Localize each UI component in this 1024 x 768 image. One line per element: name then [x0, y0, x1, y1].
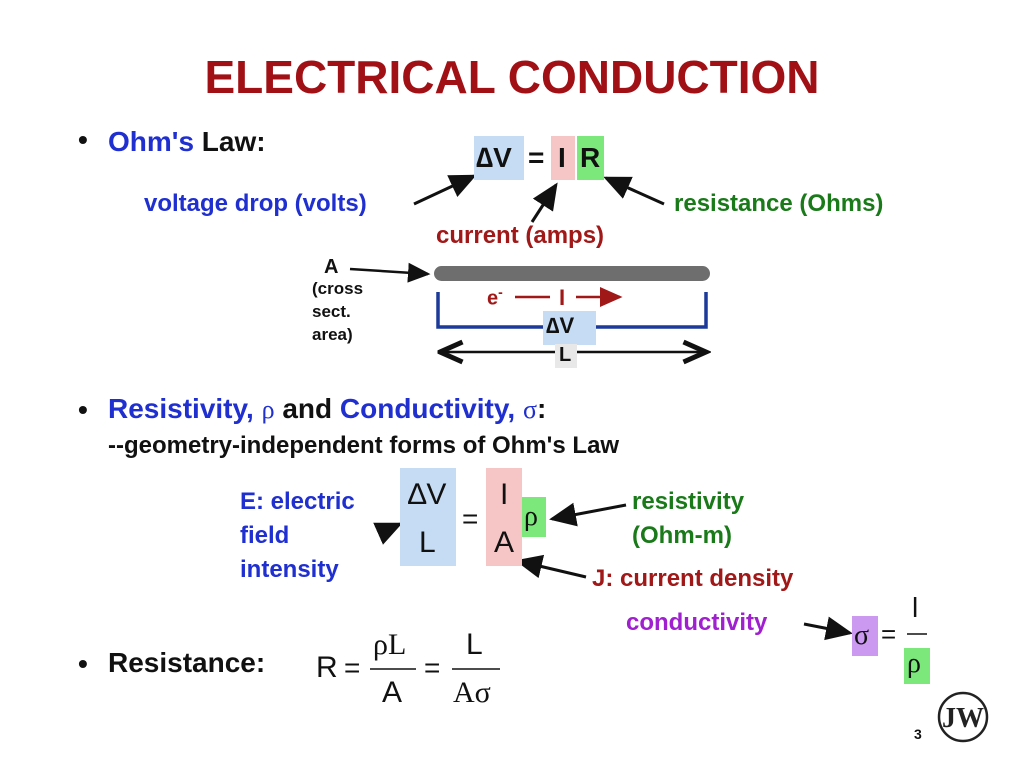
res-asigma: Aσ — [453, 676, 491, 710]
res-rho-part: ρL — [373, 628, 407, 661]
logo-icon: JW — [937, 691, 989, 743]
res-l: L — [466, 628, 483, 661]
r-box — [577, 136, 604, 180]
and-word: and — [282, 393, 333, 424]
heading-colon: : — [536, 393, 547, 424]
sigma-eq-equals: = — [881, 619, 897, 649]
arrow-conductivity — [803, 616, 853, 641]
frac-l: L — [419, 526, 436, 559]
res-eq2: = — [424, 652, 441, 683]
geometry-subtitle: --geometry-independent forms of Ohm's La… — [108, 432, 620, 459]
e-field-box — [400, 468, 456, 566]
arrow-resistivity — [549, 502, 627, 527]
res-r: R — [316, 651, 338, 684]
resistivity-word: Resistivity, — [108, 393, 254, 424]
frac-dv: ∆V — [408, 478, 447, 511]
rho-symbol: ρ — [261, 395, 275, 424]
dv-box — [474, 136, 524, 180]
e-label-1: E: electric — [240, 488, 355, 515]
res-asigma-text: Aσ — [453, 676, 491, 709]
ohm-i: I — [558, 142, 566, 173]
j-label: J: current density — [592, 565, 794, 592]
electron-sup: - — [498, 284, 503, 300]
resistance-ohms-label: resistance (Ohms) — [674, 190, 884, 217]
arrow-e-field — [373, 522, 403, 545]
electron-e: e — [487, 287, 499, 310]
publisher-logo: JW — [936, 690, 990, 744]
bullet-ohm: • — [78, 124, 88, 155]
wire-dv: ∆V — [546, 313, 575, 338]
frac-rho: ρ — [524, 501, 538, 532]
ohm-law: Law: — [201, 126, 266, 157]
e-label-2: field — [240, 522, 290, 549]
ohm-name: Ohm's — [108, 126, 195, 157]
ohm-r: R — [580, 142, 601, 173]
wire-l-box — [555, 344, 577, 368]
res-rhol: ρL — [373, 628, 406, 662]
arrow-resistance — [603, 176, 665, 206]
conductivity-word: Conductivity, — [339, 393, 516, 424]
sigma-eq-rho: ρ — [907, 648, 921, 679]
resistivity-heading: Resistivity, ρ and Conductivity, σ: — [108, 393, 546, 425]
arrow-voltage — [413, 174, 477, 206]
wire-current-i: I — [559, 285, 566, 310]
rho-denominator-box — [904, 648, 930, 684]
sigma-symbol: σ — [522, 395, 537, 424]
bullet-resistivity: • — [78, 394, 88, 425]
electron-label: e- — [487, 284, 503, 311]
frac-i: I — [500, 478, 509, 511]
page-title: ELECTRICAL CONDUCTION — [204, 51, 820, 103]
ohm-heading: Ohm's Law: — [108, 126, 266, 158]
wire-dv-box — [543, 311, 596, 345]
arrow-area — [349, 262, 431, 283]
res-a: A — [382, 676, 403, 709]
cross-label-3: area) — [312, 325, 353, 344]
wire-length-l: L — [559, 344, 572, 366]
area-a-label: A — [324, 256, 339, 278]
page-number: 3 — [914, 726, 922, 742]
voltage-drop-label: voltage drop (volts) — [144, 190, 367, 217]
arrow-current — [530, 182, 558, 223]
resistance-label: Resistance: — [108, 647, 266, 678]
sigma-eq-one: l — [912, 592, 919, 623]
frac-equals: = — [462, 503, 479, 534]
cross-label-1: (cross — [312, 279, 364, 298]
svg-text:JW: JW — [942, 703, 984, 734]
current-amps-label: current (amps) — [436, 222, 605, 249]
e-label-3: intensity — [240, 556, 339, 583]
rho-box — [522, 497, 546, 537]
frac-a: A — [494, 526, 515, 559]
cross-label-2: sect. — [312, 302, 351, 321]
resistivity-label-2: (Ohm-m) — [632, 522, 732, 549]
conductivity-label: conductivity — [626, 609, 768, 636]
ohm-dv: ∆V — [476, 142, 512, 173]
res-eq1: = — [344, 652, 361, 683]
resistivity-label-1: resistivity — [632, 488, 745, 515]
j-box — [486, 468, 522, 566]
ohm-equals: = — [528, 142, 545, 173]
sigma-box — [852, 616, 878, 656]
bullet-resistance: • — [78, 648, 88, 679]
arrow-j — [515, 554, 587, 579]
wire-rod — [434, 266, 710, 281]
sigma-eq-sigma: σ — [854, 620, 870, 651]
i-box — [551, 136, 575, 180]
